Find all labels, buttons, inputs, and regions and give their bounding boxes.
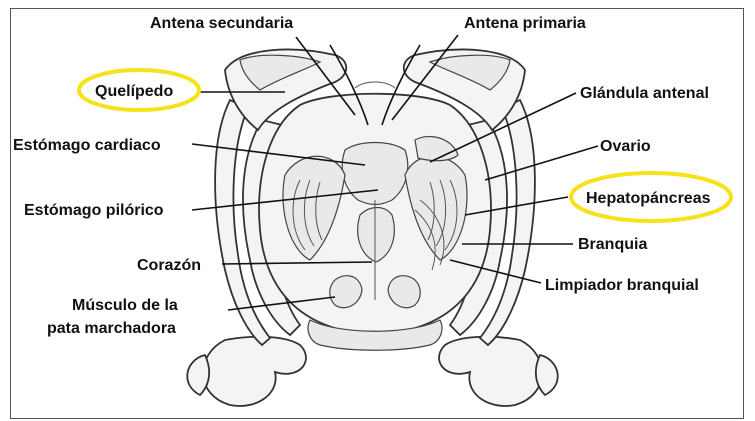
label-ovario: Ovario bbox=[600, 138, 651, 155]
label-antena-primaria: Antena primaria bbox=[464, 15, 586, 32]
label-hepatopancreas: Hepatopáncreas bbox=[586, 190, 711, 207]
label-estomago-cardiaco: Estómago cardiaco bbox=[13, 137, 161, 154]
label-branquia: Branquia bbox=[578, 236, 647, 253]
crab-illustration bbox=[187, 45, 557, 406]
label-limpiador-branquial: Limpiador branquial bbox=[545, 277, 699, 294]
label-estomago-pilorico: Estómago pilórico bbox=[24, 202, 164, 219]
label-musculo-line2: pata marchadora bbox=[47, 320, 176, 337]
label-musculo-line1: Músculo de la bbox=[72, 297, 178, 314]
label-quelipedo: Quelípedo bbox=[95, 83, 173, 100]
label-glandula-antenal: Glándula antenal bbox=[580, 85, 709, 102]
label-antena-secundaria: Antena secundaria bbox=[150, 15, 293, 32]
label-corazon: Corazón bbox=[137, 257, 201, 274]
